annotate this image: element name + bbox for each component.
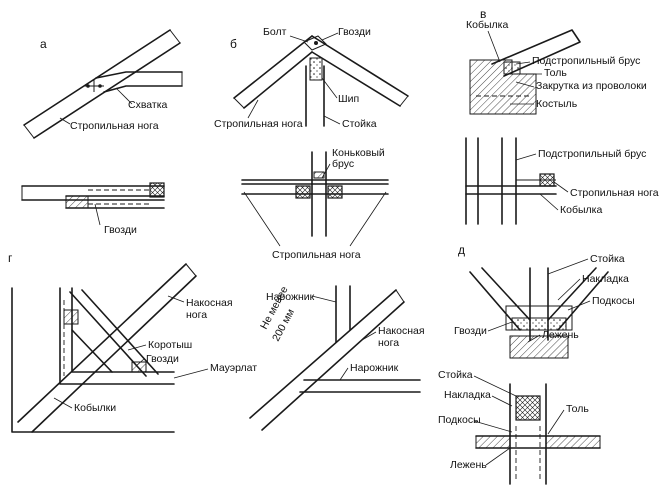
label-stropilnaya-noga-b: Стропильная нога bbox=[214, 118, 303, 130]
label-podstropilny-v2: Подстропильный брус bbox=[538, 148, 646, 160]
label-konkovy-1: Коньковый bbox=[332, 147, 385, 159]
hip-rafter-g2 bbox=[249, 289, 405, 431]
label-mauerlat-g: Мауэрлат bbox=[210, 362, 257, 374]
label-lezhen-d: Лежень bbox=[542, 329, 579, 341]
label-skhvatka: Схватка bbox=[128, 99, 168, 111]
label-gvozdi-d: Гвозди bbox=[454, 325, 487, 337]
label-stropilnaya-noga-a: Стропильная нога bbox=[70, 120, 159, 132]
label-stropilnaya-noga-b2: Стропильная нога bbox=[272, 249, 361, 261]
panel-g: г Накосная нога Коротыш Гвозди Мауэр bbox=[8, 251, 257, 433]
label-zakrutka-v: Закрутка из проволоки bbox=[536, 80, 647, 92]
label-gvozdi-b: Гвозди bbox=[338, 26, 371, 38]
label-stropilnaya-noga-v: Стропильная нога bbox=[570, 187, 659, 199]
panel-v-letter: в bbox=[480, 7, 486, 21]
label-stoyka-d: Стойка bbox=[590, 253, 625, 265]
plan-view-b bbox=[241, 151, 389, 237]
label-bolt-b: Болт bbox=[263, 26, 287, 38]
label-narozhnik-g3: Нарожник bbox=[350, 362, 399, 374]
label-kostyl-v: Костыль bbox=[536, 98, 578, 110]
label-kobylki-g: Кобылки bbox=[74, 402, 116, 414]
label-nakladka-d2: Накладка bbox=[444, 389, 491, 401]
label-ship-b: Шип bbox=[338, 93, 359, 105]
ridge-rafters-b bbox=[233, 35, 409, 109]
hip-rafter-g bbox=[17, 263, 197, 433]
label-nakladka-d: Накладка bbox=[582, 273, 629, 285]
panel-a-letter: а bbox=[40, 37, 47, 51]
plan-view-a bbox=[21, 182, 165, 209]
label-nakosnaya-1-g: Накосная bbox=[186, 297, 233, 309]
panel-d-letter: д bbox=[458, 243, 465, 257]
panel-g-right: Нарожник Не менее 200 мм Накосная нога Н… bbox=[249, 284, 425, 431]
wall-detail-v bbox=[465, 137, 557, 225]
corner-rafter-g2 bbox=[299, 285, 421, 393]
eave-section-v bbox=[469, 29, 581, 115]
panel-b-letter: б bbox=[230, 37, 237, 51]
label-tol-d: Толь bbox=[566, 403, 589, 415]
label-stoyka-d2: Стойка bbox=[438, 369, 473, 381]
post-braces-d bbox=[469, 267, 609, 359]
label-kobylka-v2: Кобылка bbox=[560, 204, 602, 216]
label-podkosy-d2: Подкосы bbox=[438, 414, 481, 426]
label-podstropilny-v: Подстропильный брус bbox=[532, 55, 640, 67]
panel-v: в Кобылка Подстропильный брус Толь Закру… bbox=[465, 7, 659, 225]
jack-rafters-g bbox=[63, 289, 159, 377]
label-gvozdi-g: Гвозди bbox=[146, 353, 179, 365]
panel-a: а Схватка Стропильная нога bbox=[21, 29, 183, 236]
panel-g-letter: г bbox=[8, 251, 13, 265]
label-stoyka-b: Стойка bbox=[342, 118, 377, 130]
label-gvozdi-a: Гвозди bbox=[104, 224, 137, 236]
panel-b: б Болт Гвозди Шип Стойка Стропильная ног… bbox=[214, 26, 409, 261]
plan-view-d bbox=[475, 383, 601, 485]
label-nakosnaya-b2: нога bbox=[378, 337, 399, 349]
label-lezhen-d2: Лежень bbox=[450, 459, 487, 471]
label-kobylka-v: Кобылка bbox=[466, 19, 508, 31]
collar-tie-a bbox=[84, 71, 183, 93]
label-tol-v: Толь bbox=[544, 67, 567, 79]
post-b bbox=[305, 57, 325, 127]
panel-d: д Стойка Накладка Подкосы Гвозди Лежень bbox=[438, 243, 635, 485]
label-korotysh-g: Коротыш bbox=[148, 339, 192, 351]
label-nakosnaya-b1: Накосная bbox=[378, 325, 425, 337]
label-nakosnaya-2-g: нога bbox=[186, 309, 207, 321]
label-narozhnik-g2: Нарожник bbox=[266, 291, 315, 303]
label-konkovy-2: брус bbox=[332, 158, 354, 170]
label-podkosy-d: Подкосы bbox=[592, 295, 635, 307]
